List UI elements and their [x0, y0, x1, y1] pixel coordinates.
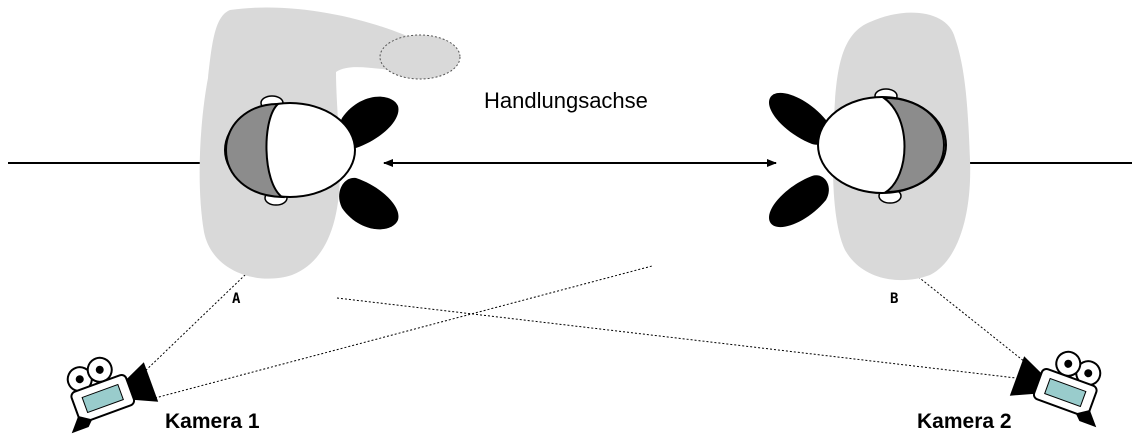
person-b-shoe-bottom [769, 175, 829, 228]
camera-2-label: Kamera 2 [917, 410, 1012, 433]
camera-1-label: Kamera 1 [165, 410, 260, 433]
sight-line-a-to-camera2 [336, 297, 1017, 379]
action-axis-label: Handlungsachse [484, 88, 648, 113]
person-a-hand-shadow [379, 34, 461, 80]
person-b-hair [881, 96, 946, 194]
person-a-shoe-top [339, 96, 399, 149]
person-a-label: A [232, 291, 241, 307]
camera-1-icon [66, 356, 159, 434]
camera-2-icon [1009, 350, 1102, 428]
sight-line-camera1-to-a [139, 223, 299, 377]
camera-1-handle [71, 415, 93, 434]
person-b-label: B [890, 291, 899, 307]
person-b-shoe-top [769, 92, 829, 145]
camera-1-lens [126, 362, 159, 402]
person-b [769, 12, 971, 281]
camera-1-screen [81, 383, 124, 414]
person-a [199, 7, 461, 279]
person-a-shoe-bottom [339, 177, 399, 230]
camera-2-lens [1009, 356, 1042, 396]
person-a-hair [224, 102, 286, 199]
camera-2-handle [1075, 409, 1097, 428]
camera-2-screen [1044, 377, 1087, 408]
sight-line-b-to-camera2 [861, 231, 1026, 363]
sight-line-camera1-to-b [154, 265, 653, 399]
sight-lines [139, 223, 1026, 399]
